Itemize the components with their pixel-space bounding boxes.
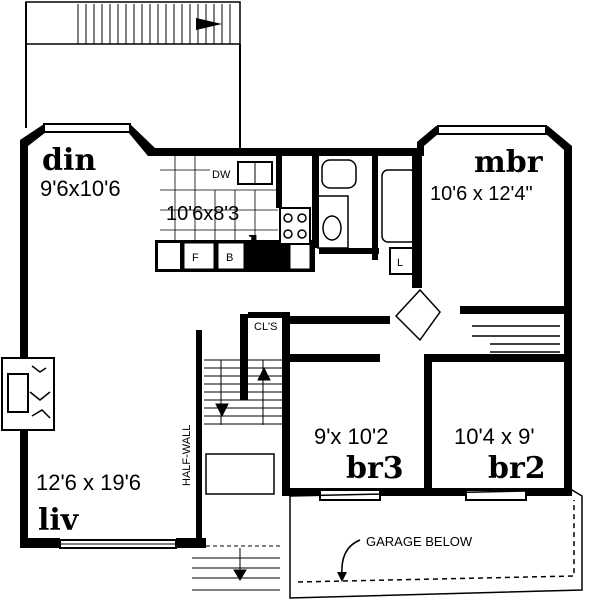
- mbr-window: [437, 125, 547, 135]
- stair-up-arrow-icon: [257, 366, 271, 381]
- fridge-label: F: [192, 252, 199, 264]
- fireplace: [1, 357, 55, 431]
- closet-label: CL'S: [254, 321, 278, 333]
- stairs: [192, 359, 282, 591]
- exterior-walls: [20, 123, 583, 599]
- kitchen: F B DW: [155, 156, 319, 272]
- mbr-dims: 10'6 x 12'4": [430, 183, 533, 205]
- interior-walls: CL'S: [196, 148, 564, 542]
- mbr-label: mbr: [474, 145, 544, 180]
- entry-arrow-icon: [233, 569, 247, 581]
- room-labels: din 9'6x10'6 10'6x8'3 k mbr 10'6 x 12'4"…: [36, 143, 546, 582]
- range: [279, 207, 311, 245]
- broom-closet-label: B: [226, 252, 233, 264]
- stair-down-arrow-icon: [215, 403, 229, 418]
- half-wall-label: HALF-WALL: [181, 425, 193, 486]
- br3-dims: 9'x 10'2: [314, 424, 388, 449]
- br2-label: br2: [488, 451, 546, 486]
- dishwasher-label: DW: [212, 169, 231, 181]
- liv-label: liv: [38, 503, 80, 538]
- br2-window: [465, 489, 527, 501]
- garage-arrow-icon: [337, 572, 347, 582]
- garage-label: GARAGE BELOW: [366, 534, 473, 549]
- linen-label: L: [397, 257, 403, 269]
- liv-dims: 12'6 x 19'6: [36, 470, 141, 495]
- bathroom: L: [317, 156, 417, 275]
- dining-window: [43, 123, 131, 133]
- bathtub: [381, 169, 417, 243]
- br3-label: br3: [346, 451, 404, 486]
- kitchen-label: k: [248, 231, 270, 266]
- din-dims: 9'6x10'6: [40, 176, 121, 201]
- kitchen-dims: 10'6x8'3: [166, 203, 239, 225]
- deck: [25, 1, 241, 150]
- din-label: din: [42, 143, 96, 178]
- stair-arrow-icon: [196, 18, 222, 30]
- br2-dims: 10'4 x 9': [454, 424, 535, 449]
